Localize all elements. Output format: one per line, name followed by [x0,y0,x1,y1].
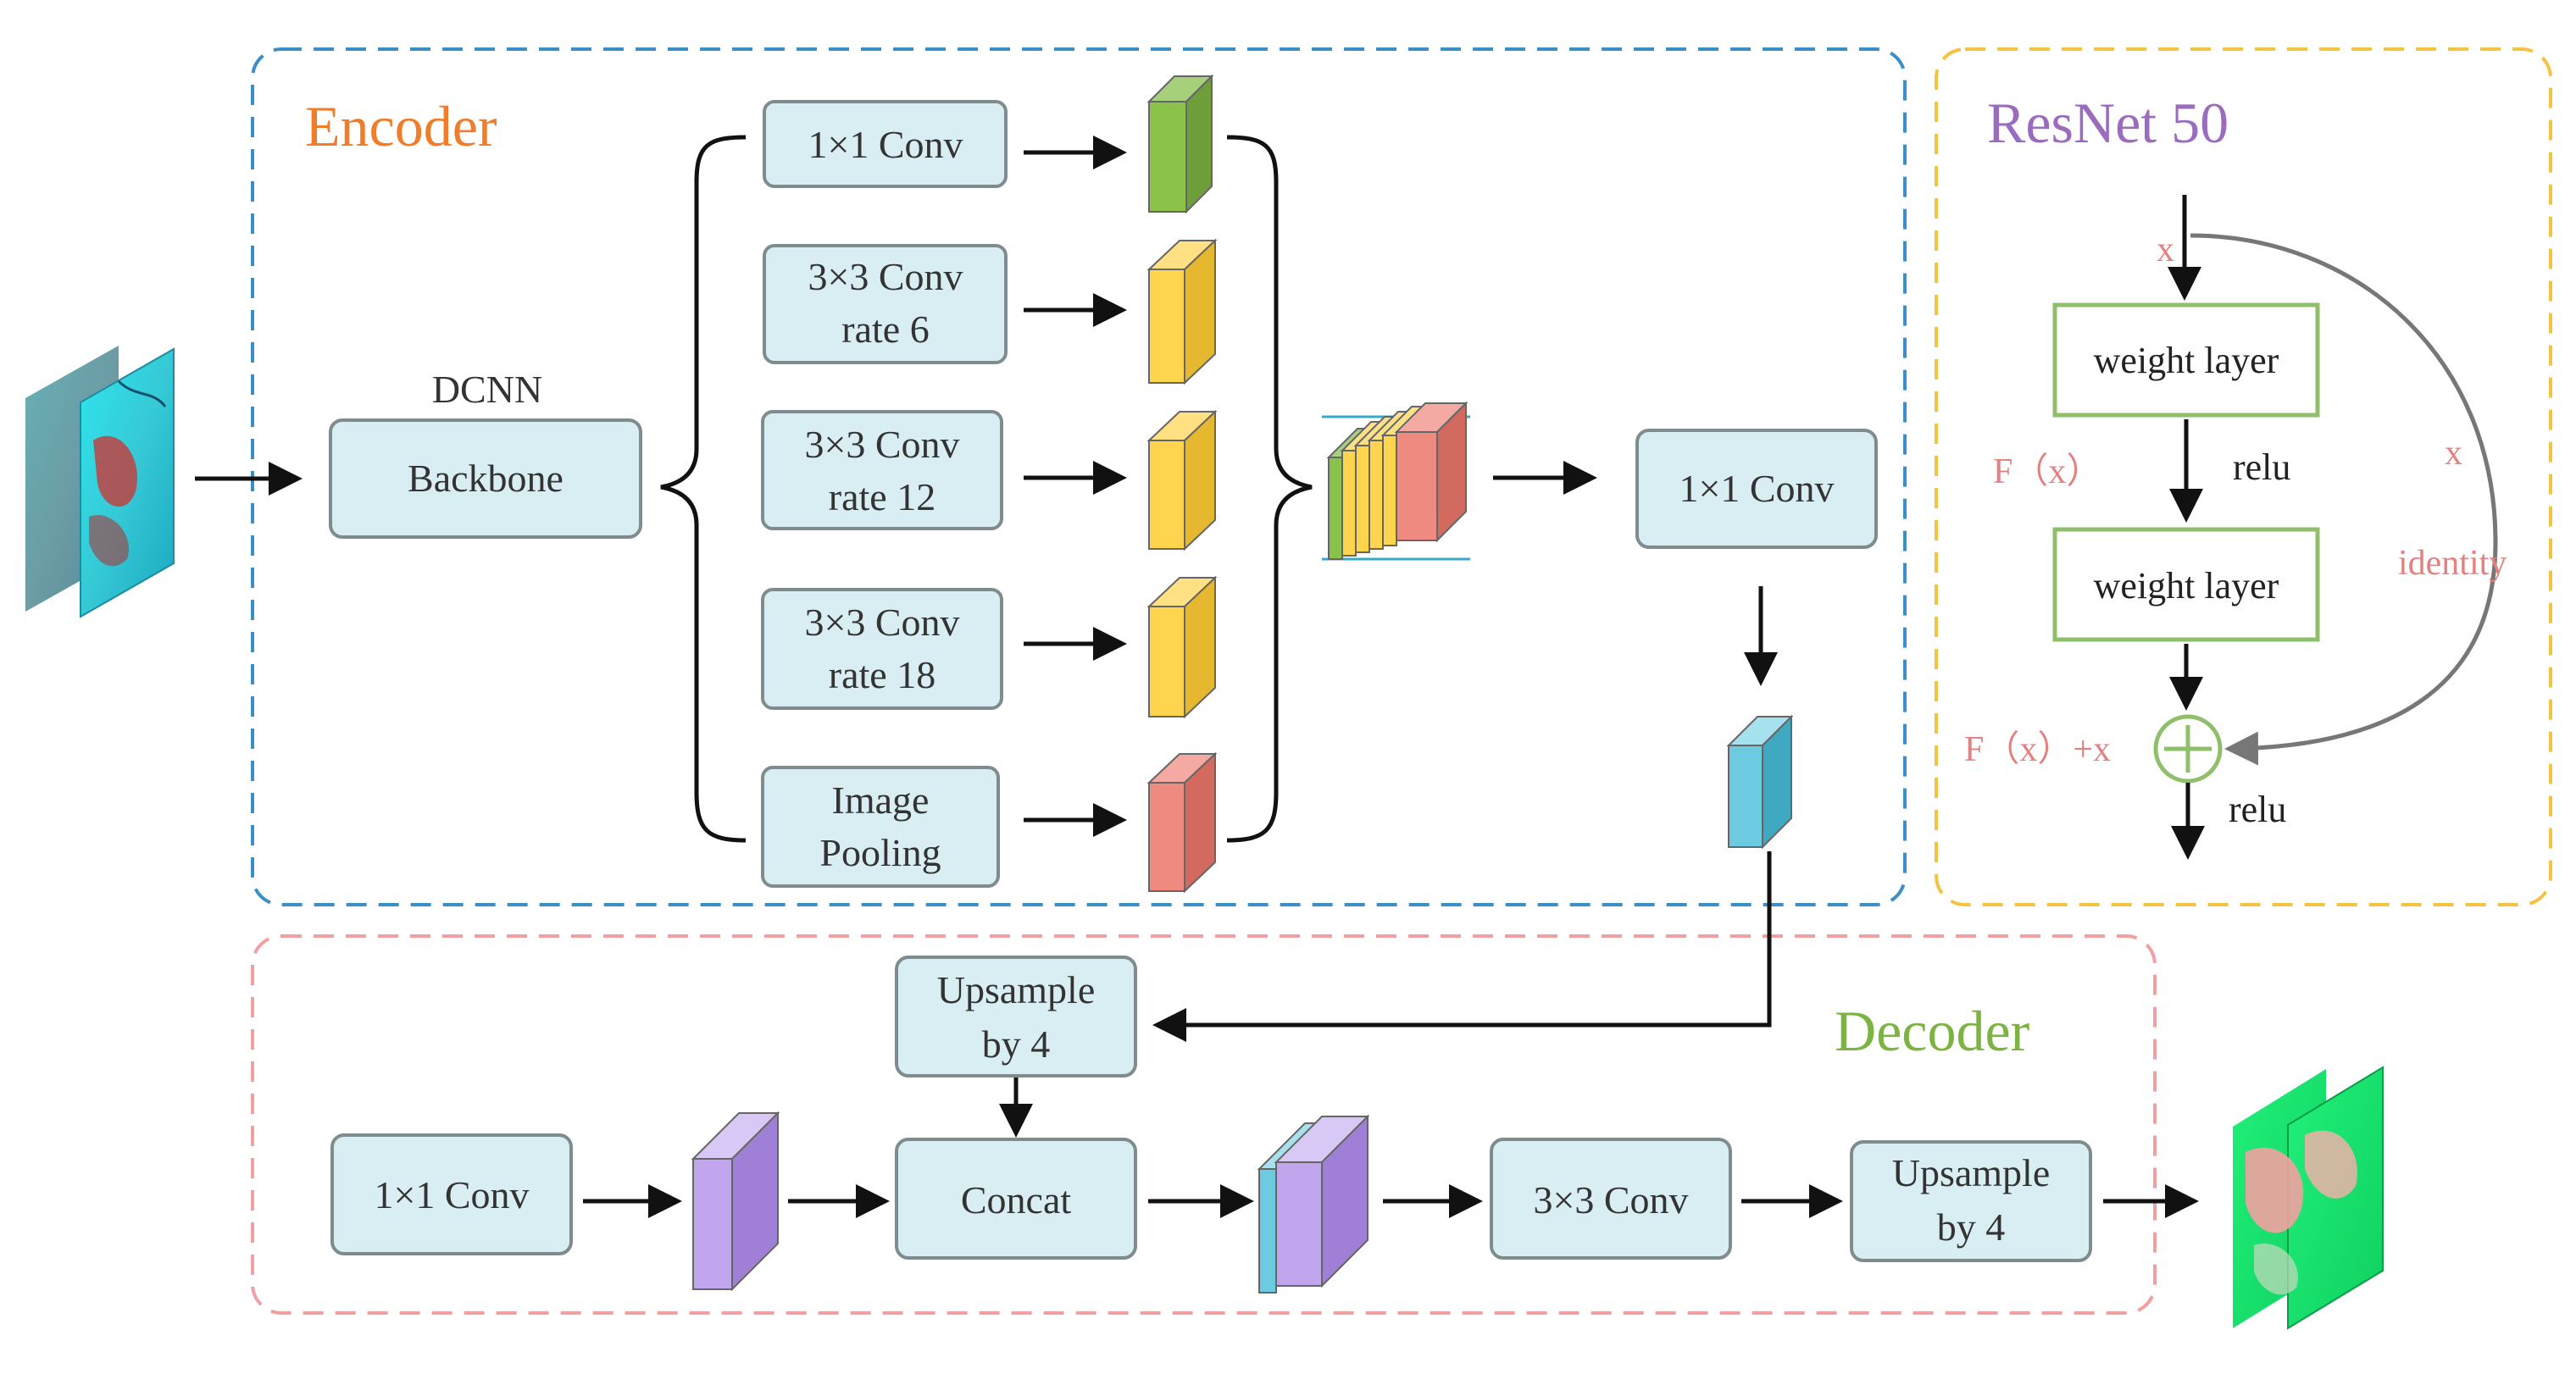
aspp-box-1 [763,100,1008,188]
aspp-label-1: 1×1 Conv [808,123,963,166]
aspp-label-2a: 3×3 Conv [808,255,963,298]
aspp-box-4 [761,588,1003,710]
aspp-label-3b: rate 12 [829,475,935,518]
aspp-box-2 [763,244,1008,364]
decoder-conv3-box [1490,1138,1732,1260]
decoder-concat-feature [1257,1114,1370,1294]
backbone-label: Backbone [408,457,564,500]
upsample-2-label-a: Upsample [1892,1151,2051,1194]
concat-label: Concat [961,1178,1072,1222]
weight-layer-2-label: weight layer [2094,565,2279,607]
encoder-title: Encoder [305,94,497,158]
aspp-label-5a: Image [832,778,930,822]
resnet-relu-1: relu [2233,446,2290,488]
backbone-box [329,418,642,539]
resnet-identity-label: identity [2398,544,2507,583]
feature-map-yellow-2 [1146,409,1218,551]
concat-feature-stack [1322,401,1470,561]
aspp-branch-2: 3×3 Conv rate 6 [763,244,1008,364]
concat-box [895,1138,1137,1260]
aspp-branch-5: Image Pooling [761,766,1000,888]
weight-layer-1 [2052,302,2320,418]
resnet-title: ResNet 50 [1987,91,2229,155]
aspp-branch-1: 1×1 Conv [763,100,1008,188]
feature-map-red [1146,751,1218,894]
encoder-to-upsample-arrow [1152,851,1772,1042]
feature-map-green [1146,74,1214,214]
resnet-fx-label: F（x） [1993,452,2101,491]
resnet-relu-2: relu [2229,789,2286,830]
aspp-label-5b: Pooling [819,831,941,874]
encoder-output-feature [1726,714,1794,850]
aspp-label-2b: rate 6 [841,307,929,351]
aspp-branch-4: 3×3 Conv rate 18 [761,588,1003,710]
aspp-label-4b: rate 18 [829,653,935,696]
aspp-label-3a: 3×3 Conv [804,423,959,466]
weight-layer-1-label: weight layer [2094,340,2279,381]
weight-layer-2 [2052,527,2320,642]
decoder-conv1-label: 1×1 Conv [374,1173,529,1216]
resnet-sum-label: F（x）+x [1964,730,2111,769]
resnet-skip-x-label: x [2445,434,2462,473]
upsample-1-label-b: by 4 [982,1022,1051,1066]
upsample-1-box [895,956,1137,1078]
identity-skip-arrow [2190,233,2498,766]
resnet-input-label: x [2157,230,2174,269]
aspp-box-3 [761,410,1003,530]
backbone-caption: DCNN [432,368,542,411]
decoder-conv3-label: 3×3 Conv [1533,1178,1688,1222]
decoder-conv1-box [330,1133,573,1255]
aspp-right-brace [1226,135,1313,843]
aspp-left-brace [660,135,747,843]
feature-map-yellow-3 [1146,575,1218,719]
aspp-branch-3: 3×3 Conv rate 12 [761,410,1003,530]
decoder-low-level-feature [691,1111,780,1292]
output-segmentation-image [2233,1066,2384,1330]
decoder-title: Decoder [1835,999,2030,1063]
upsample-1-label-a: Upsample [937,968,1096,1011]
upsample-2-label-b: by 4 [1937,1205,2006,1249]
encoder-conv-label: 1×1 Conv [1679,467,1834,510]
resnet-region [1935,47,2552,906]
upsample-2-box [1850,1140,2092,1262]
feature-map-yellow-1 [1146,238,1218,385]
aspp-label-4a: 3×3 Conv [804,601,959,644]
input-image [25,346,175,618]
encoder-conv-box [1635,429,1878,549]
aspp-box-5 [761,766,1000,888]
